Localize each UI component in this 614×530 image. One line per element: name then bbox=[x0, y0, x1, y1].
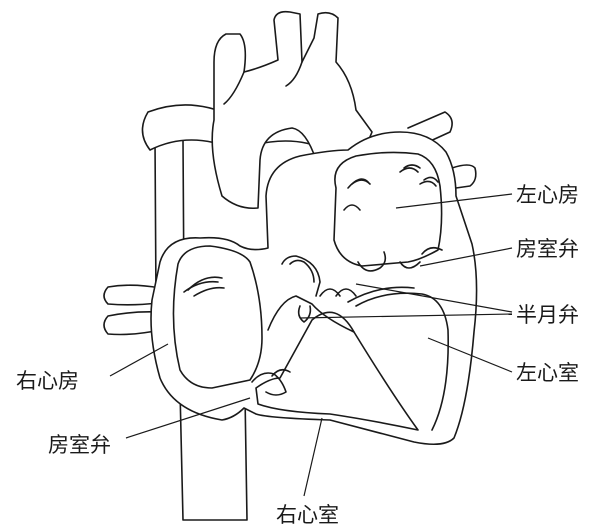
label-right-atrium: 右心房 bbox=[16, 369, 79, 393]
label-left-ventricle: 左心室 bbox=[516, 361, 579, 385]
label-left-av-valve: 房室弁 bbox=[516, 237, 579, 261]
heart-body bbox=[151, 132, 477, 444]
leader-right-ventricle bbox=[304, 418, 322, 496]
label-left-atrium: 左心房 bbox=[516, 183, 579, 207]
label-semilunar-valve: 半月弁 bbox=[516, 303, 579, 327]
label-right-av-valve: 房室弁 bbox=[48, 433, 111, 457]
label-right-ventricle: 右心室 bbox=[276, 503, 339, 527]
